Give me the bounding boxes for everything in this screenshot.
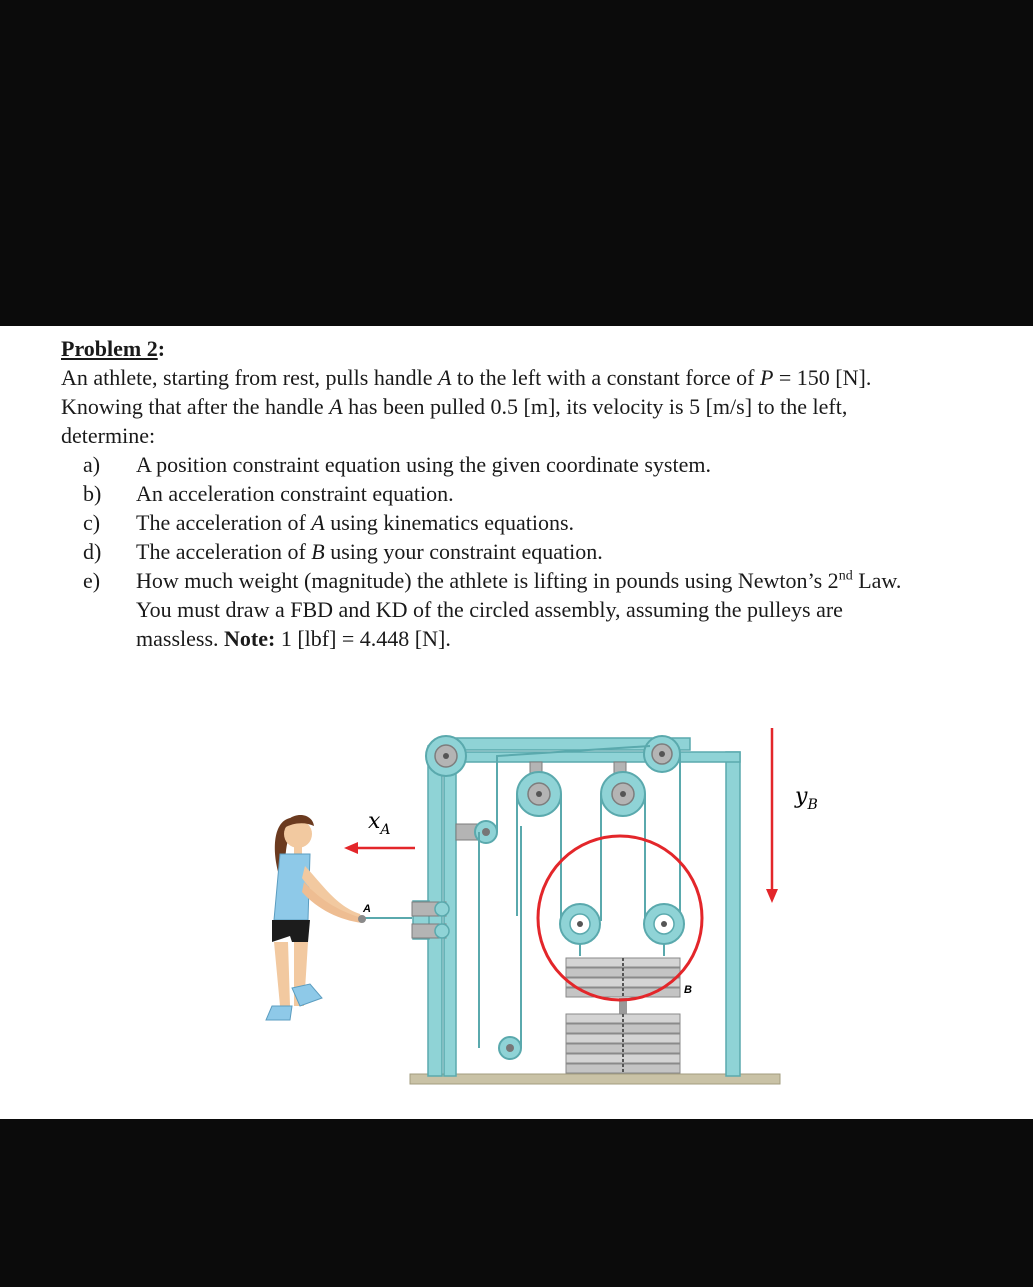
task-item-a: a) A position constraint equation using … [83,452,711,477]
task-item-c: c) The acceleration of A using kinematic… [83,510,575,535]
xa-label: xA [368,809,391,838]
document-page: Problem 2: An athlete, starting from res… [0,326,1033,1119]
yb-arrow [766,728,778,903]
task-item-e: e) How much weight (magnitude) the athle… [83,568,902,651]
top-black-bar [0,0,1033,326]
weight-stack-upper [565,944,681,998]
fixed-pulley-right [600,761,646,817]
top-pulley-left [425,735,467,777]
pulley-system-figure: xA yB A B [250,706,850,1116]
problem-text: Problem 2: An athlete, starting from res… [61,334,1021,653]
weight-b-label: B [684,984,692,996]
floor [409,1073,781,1085]
moving-pulley-right [643,903,685,945]
top-pulley-right [643,735,681,773]
task-item-b: b) An acceleration constraint equation. [83,481,454,506]
xa-arrow [344,842,415,854]
task-item-d: d) The acceleration of B using your cons… [83,539,603,564]
circled-assembly-marker [536,834,704,1002]
weight-stack-lower [565,998,681,1074]
cables [365,745,681,1048]
handle-a-label: A [362,903,371,915]
handle-pulleys [411,901,450,939]
athlete [265,814,366,1021]
moving-pulley-left [559,903,601,945]
problem-intro: An athlete, starting from rest, pulls ha… [61,365,872,448]
fixed-pulley-left [516,761,562,817]
task-list: a) A position constraint equation using … [61,450,1021,653]
yb-label: yB [794,784,818,813]
bottom-black-bar [0,1119,1033,1287]
side-pulley-upper [455,820,498,844]
figure-svg: xA yB A B [265,728,818,1085]
side-pulley-lower [498,1036,522,1060]
problem-heading: Problem 2: [61,336,166,361]
